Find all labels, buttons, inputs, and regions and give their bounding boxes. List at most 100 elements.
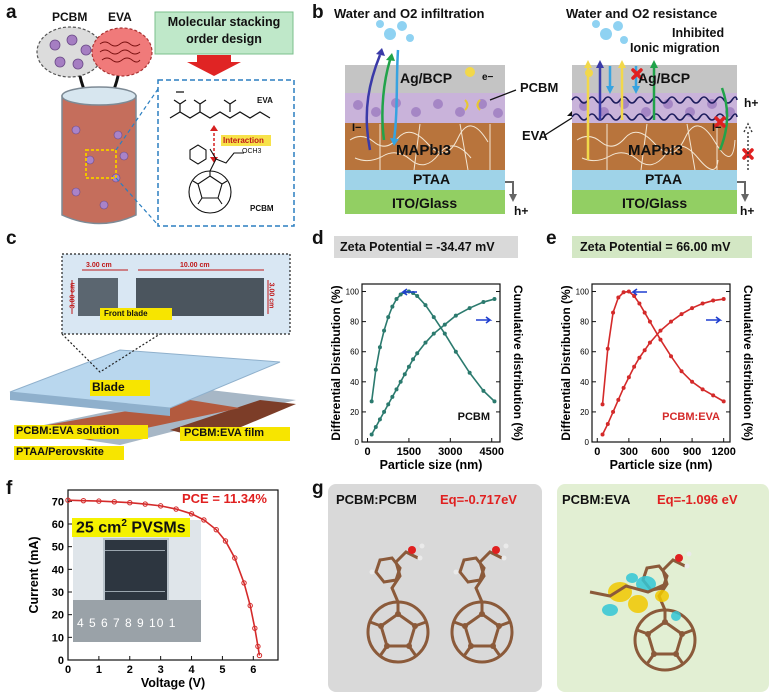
data-point-cumulative [679,312,684,317]
right-device [571,20,754,214]
data-point-differential [626,289,631,294]
jv-point [188,511,195,517]
b-left-iminus: I− [352,122,362,134]
f-device-label-sup: 2 [121,518,127,529]
data-point-cumulative [467,306,472,311]
y-tick-label: 80 [580,318,589,327]
data-point-differential [721,399,726,404]
jv-point [222,538,229,544]
pcbm-bubble-balls [49,34,92,70]
y2-axis-label: Cumulative distribution (%) [511,285,525,441]
y-tick-label: 20 [52,610,64,622]
b-right-hplus-top: h+ [744,96,759,110]
data-point-cumulative [711,298,716,303]
data-point-differential [377,345,382,350]
g-molecules [366,542,697,672]
data-point-differential [373,367,378,372]
design-box-line2: order design [186,32,262,46]
panel-letter-c: c [6,228,17,249]
x-tick-label: 600 [651,446,669,458]
data-point-cumulative [621,385,626,390]
x-tick-label: 4500 [479,446,503,458]
pcbm-bubble-label: PCBM [52,10,88,24]
x-tick-label: 1500 [397,446,421,458]
x-tick-label: 6 [250,664,256,676]
data-point-cumulative [637,355,642,360]
f-module-lines [105,550,165,592]
c-dim-4: 3.00 cm [267,282,275,309]
eva-bubble-label: EVA [108,10,132,24]
c-dim-3: 3.00 cm [69,282,77,309]
b-left-ag-bcp: Ag/BCP [400,70,453,86]
b-right-ag-bcp: Ag/BCP [638,70,691,86]
y-tick-label: 50 [52,542,64,554]
g-left-energy: Eq=-0.717eV [440,492,517,507]
g-right-label: PCBM:EVA [562,492,631,507]
eva-molecule [169,91,271,119]
legend-arrow-right [476,316,493,324]
data-point-differential [690,379,695,384]
b-right-hplus-bottom: h+ [740,204,755,218]
data-point-differential [711,393,716,398]
legend-arrow-left [400,288,417,296]
y2-axis-label: Cumulative distribution (%) [741,285,755,441]
y-tick-label: 30 [52,587,64,599]
jv-point [241,580,247,586]
c-blade-label: Blade [92,380,125,394]
panel-letter-e: e [546,228,557,249]
c-front-blade: Front blade [104,309,148,318]
interaction-badge [221,135,271,146]
data-point-cumulative [642,348,647,353]
jv-point [157,503,164,509]
jv-point [201,517,207,523]
data-point-cumulative [616,397,621,402]
y-tick-label: 100 [346,288,360,297]
y-tick-label: 10 [52,632,64,644]
pcbm-molecule-label: PCBM [250,204,274,213]
e-zeta-box [572,236,752,258]
x-tick-label: 900 [683,446,701,458]
jv-point [247,602,253,609]
series-line-differential [370,290,496,402]
b-right-ito: ITO/Glass [622,195,688,211]
x-tick-label: 300 [620,446,638,458]
data-point-cumulative [453,313,458,318]
c-film-label: PCBM:EVA film [184,427,265,439]
g-left-label: PCBM:PCBM [336,492,417,507]
jv-point [142,501,148,507]
data-point-differential [369,399,374,404]
data-point-differential [390,304,395,309]
c-substrate-label: PTAA/Perovskite [16,446,104,458]
b-left-ptaa: PTAA [413,171,451,187]
data-point-differential [415,294,420,299]
data-point-cumulative [411,357,416,362]
data-point-differential [481,388,486,393]
data-point-cumulative [390,394,395,399]
data-point-cumulative [626,375,631,380]
b-inhibited-line2: Ionic migration [630,41,720,55]
panel-b-figure [345,20,754,214]
b-right-ptaa: PTAA [645,171,683,187]
data-point-differential [394,297,399,302]
data-point-cumulative [394,387,399,392]
data-point-cumulative [658,328,663,333]
x-tick-label: 5 [219,664,225,676]
zoom-region [85,149,117,179]
plot-frame [591,283,731,443]
x-tick-label: 0 [364,446,370,458]
data-point-differential [616,295,621,300]
data-point-cumulative [647,340,652,345]
data-point-differential [492,399,497,404]
b-left-title: Water and O2 infiltration [334,6,485,21]
y-tick-label: 20 [350,408,359,417]
f-ruler-numbers: 4 5 6 7 8 9 10 1 [77,616,177,630]
pcbm-molecule [188,144,244,214]
x-axis-label: Particle size (nm) [610,458,713,472]
eva-bubble [91,27,153,77]
y-tick-label: 40 [580,378,589,387]
b-left-eminus: e− [482,72,494,83]
panel-letter-b: b [312,2,324,23]
jv-point [252,625,258,631]
jv-point [80,497,87,504]
x-tick-label: 3000 [438,446,462,458]
